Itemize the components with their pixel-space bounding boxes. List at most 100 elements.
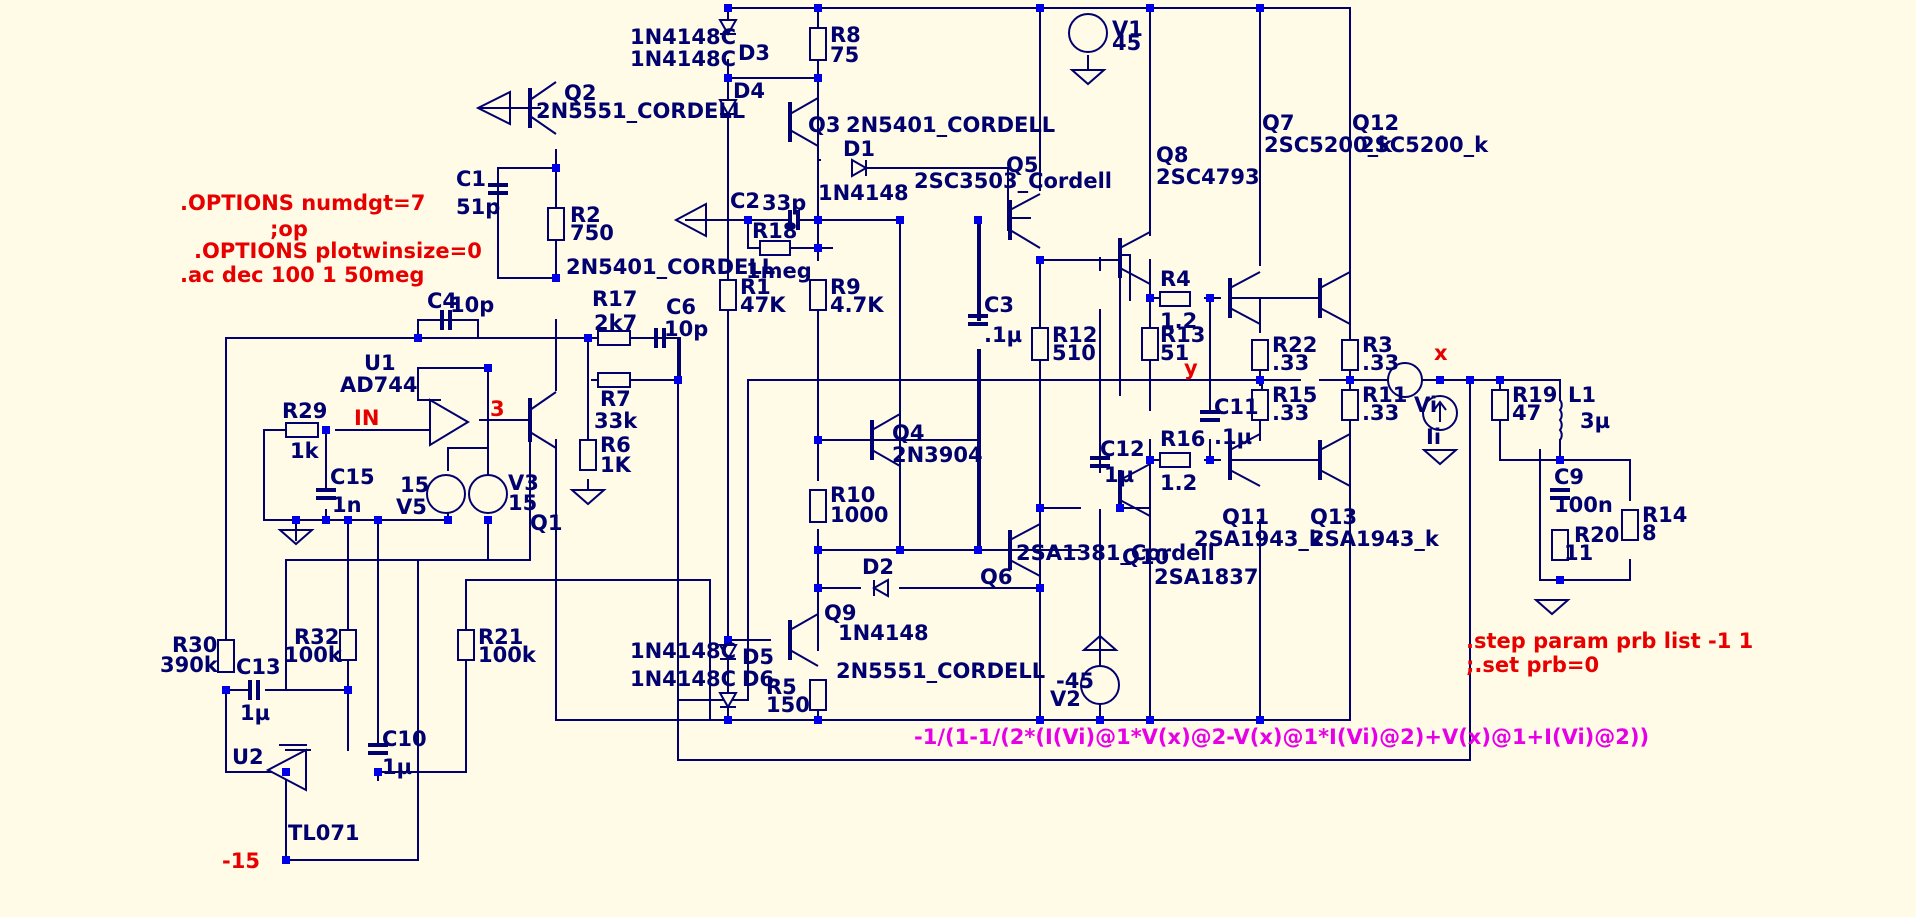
resistor-R2 <box>547 207 565 241</box>
label-R29-value: 1k <box>290 439 320 463</box>
label-Q2-name: Q2 <box>564 81 596 105</box>
port-C2 <box>673 202 707 238</box>
resistor-R6 <box>579 439 597 471</box>
label-D6-name: D6 <box>742 667 774 691</box>
label-R12-value: 510 <box>1052 341 1096 365</box>
diode-D2 <box>871 578 889 598</box>
label-R10-value: 1000 <box>830 503 888 527</box>
label-Q11-name: Q11 <box>1222 505 1269 529</box>
capacitor-C10 <box>368 743 388 755</box>
label-R20-name: R20 <box>1574 523 1619 547</box>
resistor-R13 <box>1141 327 1159 361</box>
label-R4-name: R4 <box>1160 267 1191 291</box>
label-Q5-name: Q5 <box>1006 153 1038 177</box>
label-R9-value: 4.7K <box>830 293 884 317</box>
transistor-Q9 <box>788 613 819 667</box>
label-C2-value: 33p <box>762 191 806 215</box>
transistor-Q2 <box>478 81 557 135</box>
directive-ac: .ac dec 100 1 50meg <box>180 263 424 287</box>
transistor-Q12 <box>1318 271 1351 325</box>
label-Q9-name: Q9 <box>824 601 856 625</box>
transistor-Q4 <box>870 413 901 467</box>
resistors <box>217 27 1639 711</box>
label-C4-value: 10p <box>450 293 494 317</box>
transistor-Q8 <box>1118 231 1151 285</box>
label-U1-model: AD744 <box>340 373 418 397</box>
capacitor-C2 <box>788 210 800 230</box>
capacitor-C15 <box>316 488 336 500</box>
label-D3-model: 1N4148C <box>630 25 736 49</box>
diode-D3 <box>718 19 738 37</box>
capacitors <box>248 183 1570 755</box>
label-R13-name: R13 <box>1160 323 1205 347</box>
label-Q8-name: Q8 <box>1156 143 1188 167</box>
capacitor-C4 <box>440 310 452 330</box>
label-C1-value: 51p <box>456 195 500 219</box>
label-U2-model: TL071 <box>288 821 360 845</box>
directive-options-plotwinsize: .OPTIONS plotwinsize=0 <box>194 239 482 263</box>
diodes <box>718 19 889 710</box>
voltage-source-Vi <box>1387 362 1423 398</box>
label-V1-name: V1 <box>1112 17 1143 41</box>
net-label-in: IN <box>354 406 379 430</box>
label-R3-name: R3 <box>1362 333 1393 357</box>
label-C4-name: C4 <box>427 289 457 313</box>
transistors <box>478 81 1351 667</box>
label-C10-name: C10 <box>382 727 427 751</box>
resistor-R17 <box>597 330 631 346</box>
label-R1-name: R1 <box>740 275 771 299</box>
label-Q1-model: 2N5401_CORDELL <box>566 255 775 279</box>
label-D5-name: D5 <box>742 645 774 669</box>
label-C10-value: 1µ <box>382 755 412 779</box>
label-R19-value: 47 <box>1512 401 1541 425</box>
label-R14-name: R14 <box>1642 503 1687 527</box>
label-D6-model: 1N4148C <box>630 667 736 691</box>
net-label-y: y <box>1184 356 1198 380</box>
label-V3-value: 15 <box>508 491 537 515</box>
label-Q1-name: Q1 <box>530 511 562 535</box>
label-Q5-model: 2SC3503_Cordell <box>914 169 1112 193</box>
resistor-R21 <box>457 629 475 661</box>
diode-D6 <box>718 692 738 710</box>
label-R22-value: .33 <box>1272 351 1309 375</box>
label-R15-name: R15 <box>1272 383 1317 407</box>
label-R29-name: R29 <box>282 399 327 423</box>
resistor-R3 <box>1341 339 1359 371</box>
capacitor-C1 <box>488 183 508 195</box>
inductor-L1 <box>1558 399 1563 441</box>
label-R2-name: R2 <box>570 203 601 227</box>
resistor-R5 <box>809 679 827 711</box>
label-Q3-model: 2N5401_CORDELL <box>846 113 1055 137</box>
transistor-Q1 <box>528 391 557 449</box>
label-R14-value: 8 <box>1642 521 1657 545</box>
capacitor-C6 <box>654 328 666 348</box>
resistor-R12 <box>1031 327 1049 361</box>
label-D1-model: 1N4148 <box>818 181 909 205</box>
label-R4-value: 1.2 <box>1160 309 1197 333</box>
component-labels: 1N4148C D3 1N4148C D4 R8 75 Q2 2N5551_CO… <box>160 17 1687 845</box>
diode-D4 <box>718 99 738 117</box>
label-C12-value: 1µ <box>1104 463 1134 487</box>
label-R18-value: 1meg <box>746 259 812 283</box>
label-V1-value: 45 <box>1112 31 1141 55</box>
label-R10-name: R10 <box>830 483 875 507</box>
voltage-source-V5 <box>426 474 466 514</box>
label-C2-name: C2 <box>730 189 760 213</box>
label-R19-name: R19 <box>1512 383 1557 407</box>
label-Q6-name: Q6 <box>980 565 1012 589</box>
label-Q4-name: Q4 <box>892 421 924 445</box>
spice-directives: .OPTIONS numdgt=7 ;op .OPTIONS plotwinsi… <box>180 191 1753 677</box>
label-R21-name: R21 <box>478 625 523 649</box>
label-C9-value: 100n <box>1554 493 1613 517</box>
label-Q10-name: Q10 <box>1122 545 1169 569</box>
capacitor-C13 <box>248 680 260 700</box>
resistor-R22 <box>1251 339 1269 371</box>
transistor-Q7 <box>1228 271 1261 325</box>
resistor-R9 <box>809 279 827 311</box>
label-R18-name: R18 <box>752 219 797 243</box>
label-Ii-name: Ii <box>1426 425 1441 449</box>
label-D3-name: D3 <box>738 41 770 65</box>
label-R32-name: R32 <box>294 625 339 649</box>
label-R5-name: R5 <box>766 675 797 699</box>
label-R8-name: R8 <box>830 23 861 47</box>
